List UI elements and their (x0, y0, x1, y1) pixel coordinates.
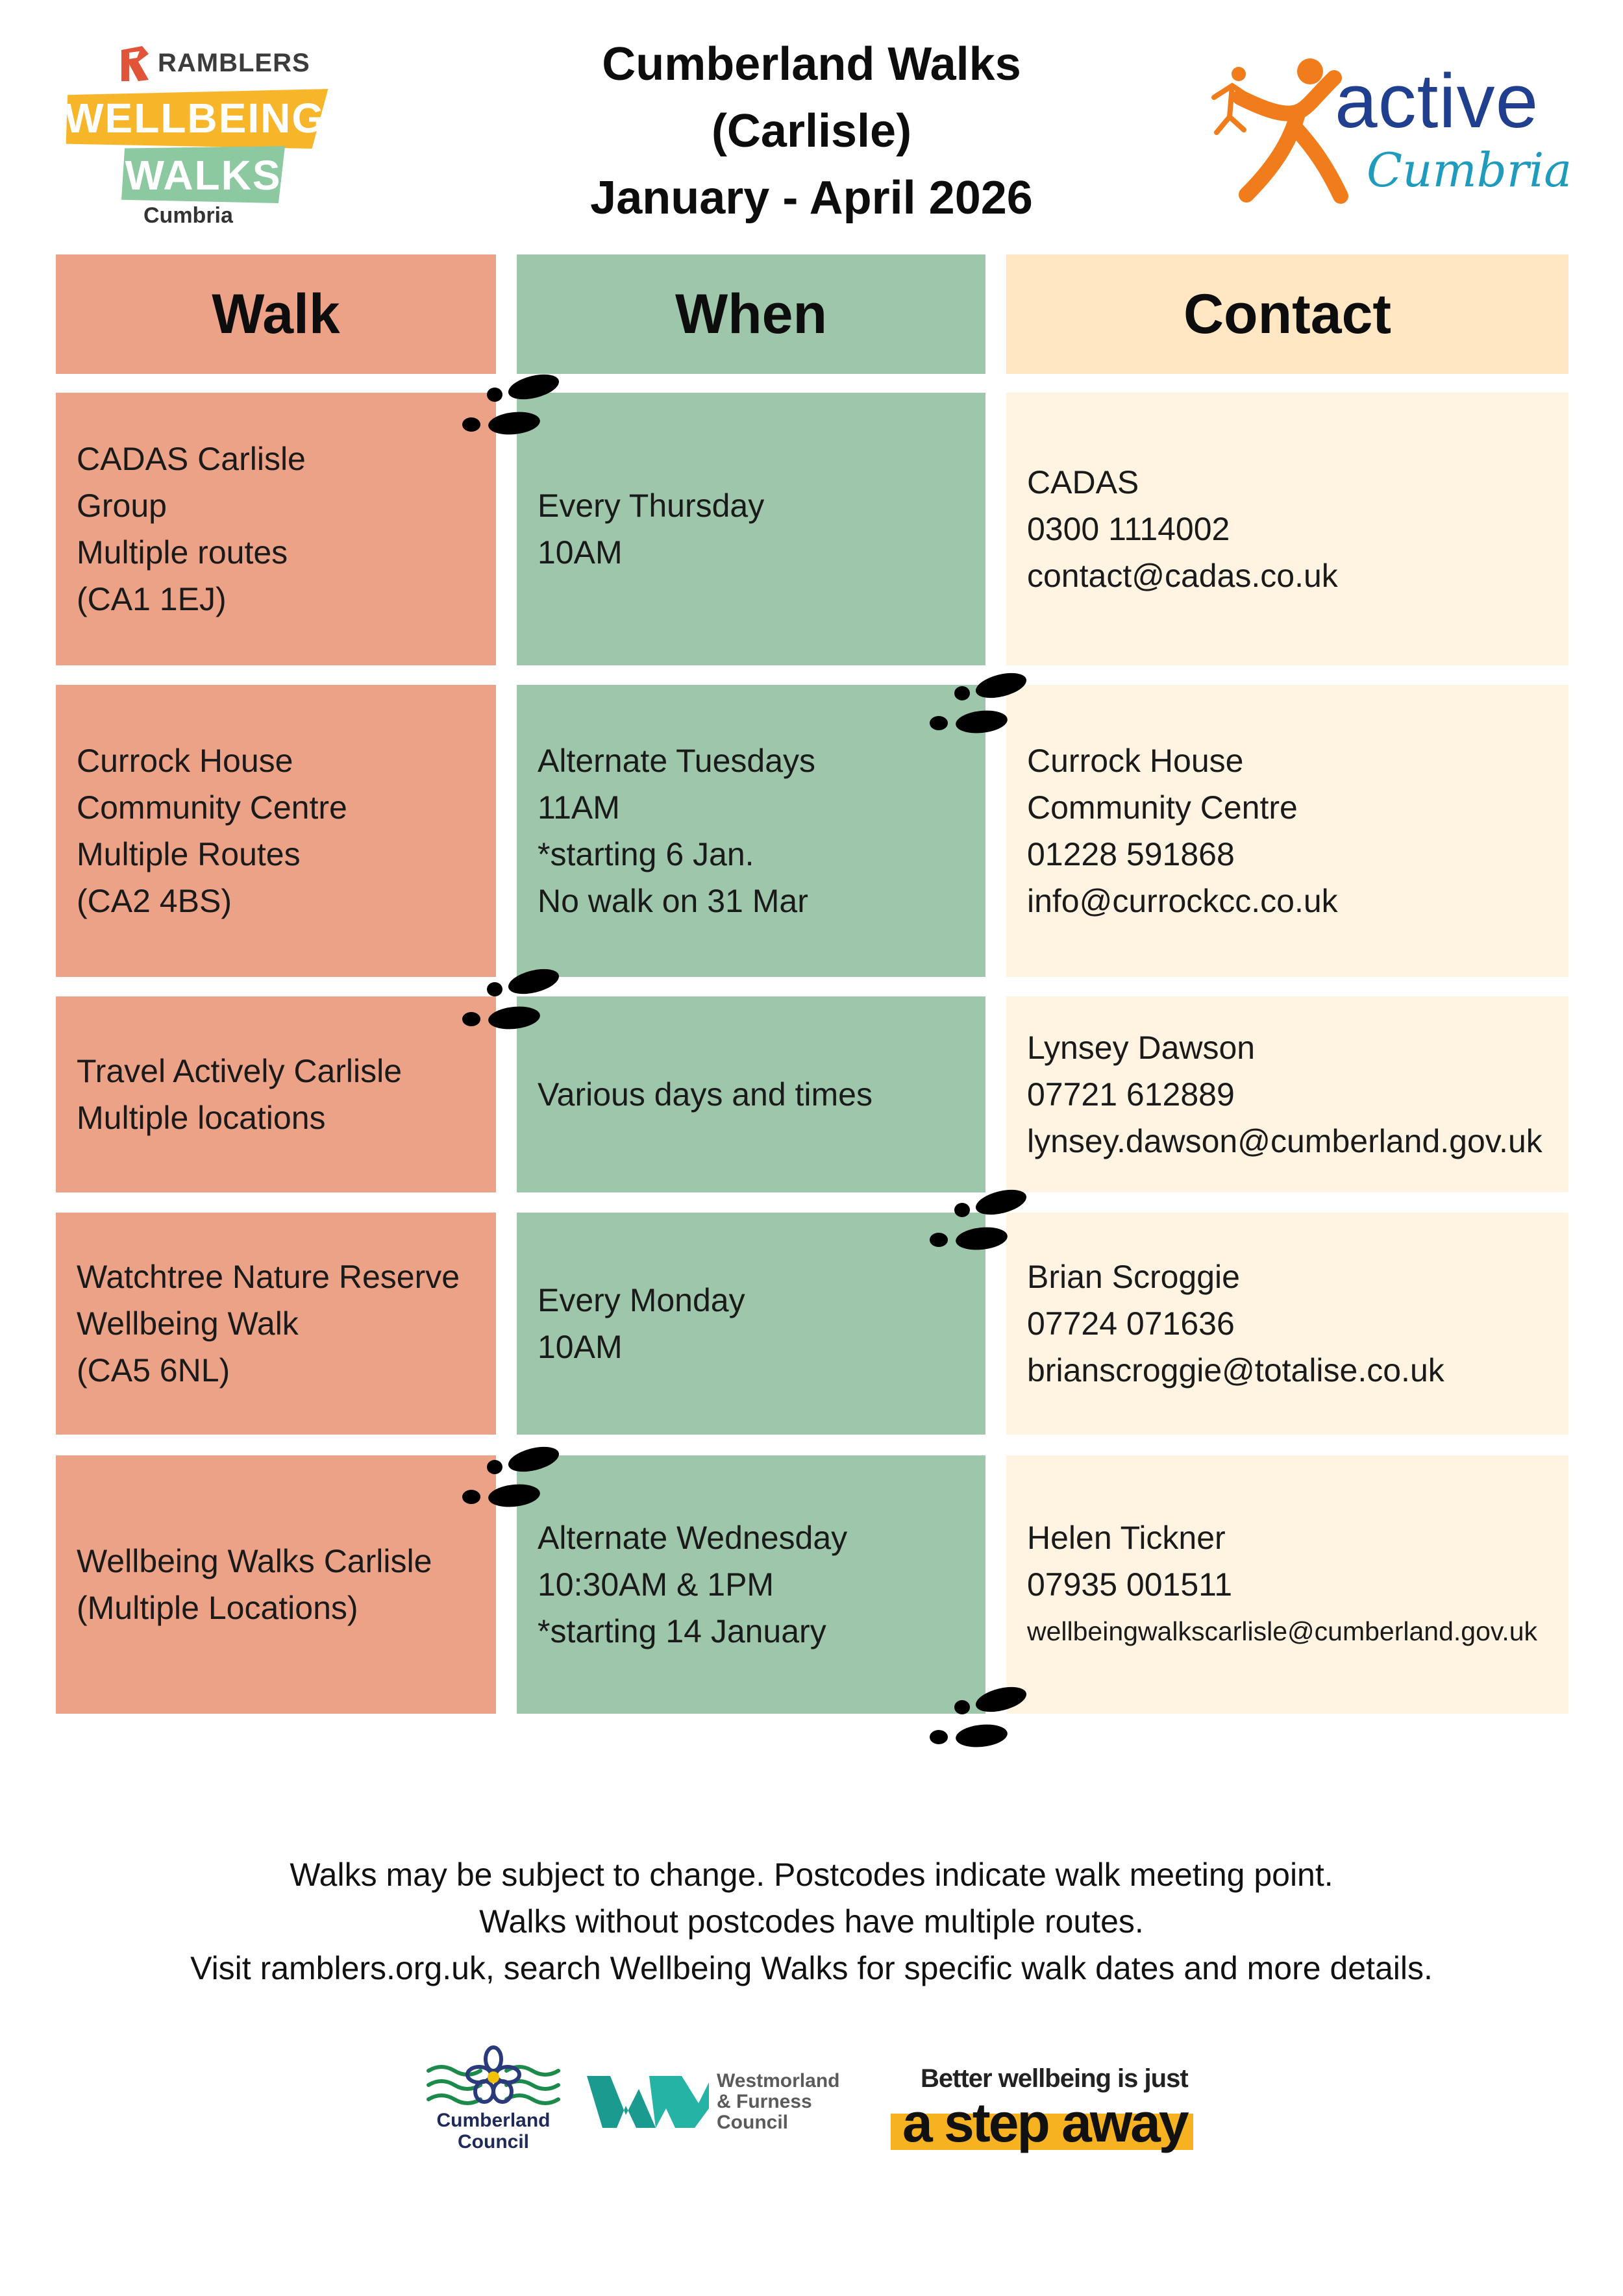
row-1-when-line: 10AM (538, 534, 623, 571)
row-4-walk: Watchtree Nature Reserve Wellbeing Walk … (56, 1213, 496, 1435)
header-walk: Walk (56, 254, 496, 374)
better-wellbeing-tagline: Better wellbeing is just (921, 2064, 1189, 2093)
row-3-when-line: Various days and times (538, 1076, 873, 1113)
wellbeing-banner-text: WELLBEING (64, 95, 326, 142)
page-title: Cumberland Walks (Carlisle) January - Ap… (552, 31, 1071, 232)
row-4-contact: Brian Scroggie 07724 071636 brianscroggi… (1006, 1213, 1568, 1435)
row-4-when-line: 10AM (538, 1329, 623, 1365)
row-5-contact-email: wellbeingwalkscarlisle@cumberland.gov.uk (1027, 1616, 1538, 1646)
row-4-walk-line: Wellbeing Walk (77, 1305, 299, 1342)
row-4-contact-phone: 07724 071636 (1027, 1305, 1235, 1342)
row-2-walk-line: Multiple Routes (77, 836, 301, 872)
ramblers-wellbeing-walks-logo: RAMBLERS WELLBEING WALKS Cumbria (62, 42, 334, 237)
row-2-walk-line: Currock House (77, 743, 293, 779)
westmorland-furness-logo (587, 2076, 709, 2128)
title-line-1: Cumberland Walks (602, 38, 1021, 90)
cumberland-council-name: Cumberland Council (428, 2110, 558, 2153)
row-4-walk-postcode: (CA5 6NL) (77, 1352, 230, 1389)
row-2-contact-phone: 01228 591868 (1027, 836, 1235, 872)
row-5-contact-phone: 07935 001511 (1027, 1566, 1233, 1603)
cumberland-council-crest-icon (427, 2045, 560, 2105)
header-when: When (517, 254, 985, 374)
row-1-contact-email: contact@cadas.co.uk (1027, 558, 1338, 594)
row-2-walk-line: Community Centre (77, 789, 347, 826)
row-3-contact-phone: 07721 612889 (1027, 1076, 1235, 1113)
ramblers-brand: RAMBLERS (158, 49, 310, 77)
walks-banner-text: WALKS (125, 152, 282, 199)
active-word: active (1335, 58, 1539, 144)
wellbeing-banner: WELLBEING (60, 89, 328, 149)
cumberland-council-line: Council (458, 2131, 529, 2153)
row-5-when-line: *starting 14 January (538, 1613, 826, 1649)
row-5-when-line: 10:30AM & 1PM (538, 1566, 774, 1603)
active-cumbria-logo: active Cumbria (1201, 52, 1572, 208)
row-3-walk: Travel Actively Carlisle Multiple locati… (56, 996, 496, 1192)
row-2-contact-email: info@currockcc.co.uk (1027, 883, 1338, 919)
active-cumbria-figure-icon (1211, 58, 1348, 204)
footprints-icon (462, 969, 560, 1030)
row-2-when-line: No walk on 31 Mar (538, 883, 808, 919)
row-2-walk-postcode: (CA2 4BS) (77, 883, 232, 919)
row-2-walk: Currock House Community Centre Multiple … (56, 685, 496, 977)
walks-banner: WALKS (121, 146, 285, 203)
westmorland-line: & Furness (717, 2091, 812, 2112)
row-3-when: Various days and times (517, 996, 985, 1192)
footprints-icon (930, 673, 1027, 734)
row-1-contact: CADAS 0300 1114002 contact@cadas.co.uk (1006, 393, 1568, 665)
title-line-3: January - April 2026 (590, 172, 1033, 224)
row-1-when-line: Every Thursday (538, 488, 765, 524)
row-2-when-line: *starting 6 Jan. (538, 836, 754, 872)
footer-note-line: Walks without postcodes have multiple ro… (479, 1903, 1144, 1940)
row-2-contact-name: Community Centre (1027, 789, 1298, 826)
footer-notes: Walks may be subject to change. Postcode… (0, 1851, 1623, 1992)
row-2-when-line: Alternate Tuesdays (538, 743, 816, 779)
row-1-contact-phone: 0300 1114002 (1027, 511, 1230, 547)
row-3-contact-name: Lynsey Dawson (1027, 1030, 1256, 1066)
row-1-contact-name: CADAS (1027, 464, 1139, 500)
footprints-icon (462, 374, 560, 435)
row-2-contact: Currock House Community Centre 01228 591… (1006, 685, 1568, 977)
footprints-icon (930, 1189, 1027, 1250)
row-1-when: Every Thursday 10AM (517, 393, 985, 665)
ramblers-logo (121, 46, 149, 81)
row-1-walk-line: Multiple routes (77, 534, 288, 571)
row-5-contact: Helen Tickner 07935 001511 wellbeingwalk… (1006, 1455, 1568, 1714)
row-3-walk-line: Multiple locations (77, 1100, 326, 1136)
row-5-walk-line: Wellbeing Walks Carlisle (77, 1543, 432, 1579)
title-line-2: (Carlisle) (711, 105, 912, 157)
row-4-when: Every Monday 10AM (517, 1213, 985, 1435)
footprints-icon (462, 1446, 560, 1507)
row-3-contact-email: lynsey.dawson@cumberland.gov.uk (1027, 1123, 1542, 1159)
row-5-contact-name: Helen Tickner (1027, 1520, 1226, 1556)
row-5-when-line: Alternate Wednesday (538, 1520, 848, 1556)
cumbria-word: Cumbria (1367, 143, 1572, 197)
row-5-walk: Wellbeing Walks Carlisle (Multiple Locat… (56, 1455, 496, 1714)
westmorland-furness-name: Westmorland & Furness Council (717, 2071, 839, 2133)
row-1-walk-postcode: (CA1 1EJ) (77, 581, 227, 617)
ramblers-region: Cumbria (143, 203, 233, 228)
row-2-when: Alternate Tuesdays 11AM *starting 6 Jan.… (517, 685, 985, 977)
row-4-contact-email: brianscroggie@totalise.co.uk (1027, 1352, 1444, 1389)
row-1-walk: CADAS Carlisle Group Multiple routes (CA… (56, 393, 496, 665)
cumberland-council-line: Cumberland (436, 2110, 551, 2131)
row-4-when-line: Every Monday (538, 1282, 745, 1318)
row-4-contact-name: Brian Scroggie (1027, 1259, 1240, 1295)
row-5-walk-line: (Multiple Locations) (77, 1590, 358, 1626)
step-away-logo-text: a step away (902, 2092, 1189, 2153)
westmorland-line: Westmorland (717, 2070, 840, 2092)
footprints-icon (930, 1686, 1027, 1747)
row-2-when-line: 11AM (538, 789, 620, 826)
better-wellbeing-highlight (891, 2114, 1193, 2150)
row-5-when: Alternate Wednesday 10:30AM & 1PM *start… (517, 1455, 985, 1714)
row-3-walk-line: Travel Actively Carlisle (77, 1053, 403, 1089)
row-1-walk-line: Group (77, 488, 167, 524)
header-contact: Contact (1006, 254, 1568, 374)
row-3-contact: Lynsey Dawson 07721 612889 lynsey.dawson… (1006, 996, 1568, 1192)
footer-note-line: Visit ramblers.org.uk, search Wellbeing … (190, 1950, 1433, 1986)
footer-note-line: Walks may be subject to change. Postcode… (290, 1857, 1333, 1893)
row-2-contact-name: Currock House (1027, 743, 1244, 779)
row-4-walk-line: Watchtree Nature Reserve (77, 1259, 460, 1295)
westmorland-line: Council (717, 2112, 788, 2133)
row-1-walk-line: CADAS Carlisle (77, 441, 306, 477)
